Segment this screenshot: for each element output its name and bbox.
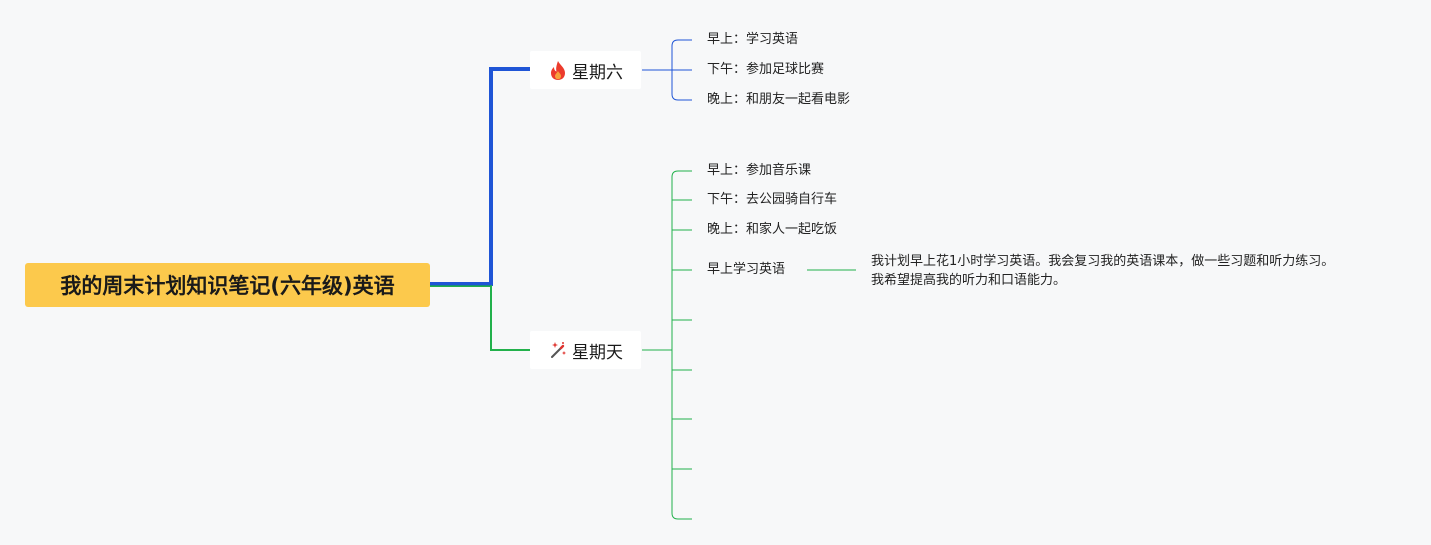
branch-label: 星期六 bbox=[572, 62, 623, 83]
branch-label: 星期天 bbox=[572, 342, 623, 363]
root-node[interactable]: 我的周末计划知识笔记(六年级)英语 bbox=[25, 263, 430, 307]
leaf-sunday-morning[interactable]: 早上：参加音乐课 bbox=[707, 163, 812, 178]
note-line: 我计划早上花1小时学习英语。我会复习我的英语课本，做一些习题和听力练习。 bbox=[871, 254, 1335, 269]
leaf-sunday-study-english[interactable]: 早上学习英语 bbox=[707, 262, 786, 277]
connector-root-sunday bbox=[430, 285, 530, 351]
leaf-saturday-afternoon[interactable]: 下午：参加足球比赛 bbox=[707, 62, 825, 77]
connector-sunday-leaves bbox=[642, 170, 692, 520]
leaf-empty[interactable] bbox=[700, 511, 760, 527]
leaf-empty[interactable] bbox=[700, 312, 760, 328]
leaf-sunday-evening[interactable]: 晚上：和家人一起吃饭 bbox=[707, 222, 838, 237]
leaf-empty[interactable] bbox=[700, 411, 760, 427]
leaf-empty[interactable] bbox=[700, 362, 760, 378]
leaf-saturday-morning[interactable]: 早上：学习英语 bbox=[707, 32, 799, 47]
note-study-english[interactable]: 我计划早上花1小时学习英语。我会复习我的英语课本，做一些习题和听力练习。 我希望… bbox=[871, 252, 1381, 290]
connector-saturday-leaves bbox=[642, 39, 692, 101]
fire-icon bbox=[548, 59, 568, 81]
leaf-empty[interactable] bbox=[700, 461, 760, 477]
branch-sunday[interactable]: 星期天 bbox=[530, 331, 641, 369]
leaf-sunday-afternoon[interactable]: 下午：去公园骑自行车 bbox=[707, 192, 838, 207]
magic-wand-icon bbox=[548, 339, 568, 361]
note-line: 我希望提高我的听力和口语能力。 bbox=[871, 273, 1067, 288]
branch-saturday[interactable]: 星期六 bbox=[530, 51, 641, 89]
connector-root-saturday bbox=[430, 67, 530, 286]
leaf-saturday-evening[interactable]: 晚上：和朋友一起看电影 bbox=[707, 92, 851, 107]
